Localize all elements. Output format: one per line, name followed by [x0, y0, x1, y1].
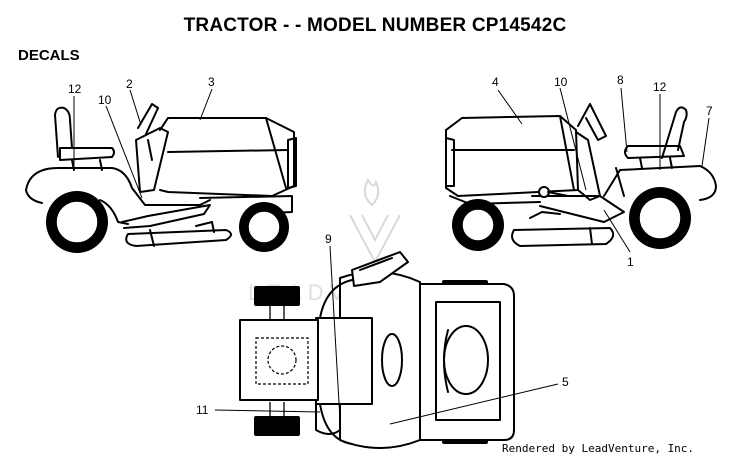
tractor-right-view: [445, 103, 717, 251]
callout-12-left: 12: [68, 82, 82, 96]
page-title: TRACTOR - - MODEL NUMBER CP14542C: [183, 15, 567, 36]
callout-12-right: 12: [653, 80, 667, 94]
callout-10-right: 10: [554, 75, 568, 89]
callout-8: 8: [617, 73, 624, 87]
callout-labels: 12 10 2 3 4 10 8 12 7 1 9 11 5: [68, 73, 713, 417]
tractor-top-view: [239, 251, 515, 449]
callout-10-left: 10: [98, 93, 112, 107]
callout-7: 7: [706, 104, 713, 118]
callout-11: 11: [196, 403, 209, 417]
tractor-left-view: [25, 103, 297, 253]
callout-2: 2: [126, 77, 133, 91]
section-label: DECALS: [18, 47, 80, 64]
callout-3: 3: [208, 75, 215, 89]
callout-5: 5: [562, 375, 569, 389]
leader-lines: [73, 87, 710, 425]
callout-1: 1: [627, 255, 634, 269]
callout-4: 4: [492, 75, 499, 89]
callout-9: 9: [325, 232, 332, 246]
render-credit: Rendered by LeadVenture, Inc.: [502, 442, 695, 455]
